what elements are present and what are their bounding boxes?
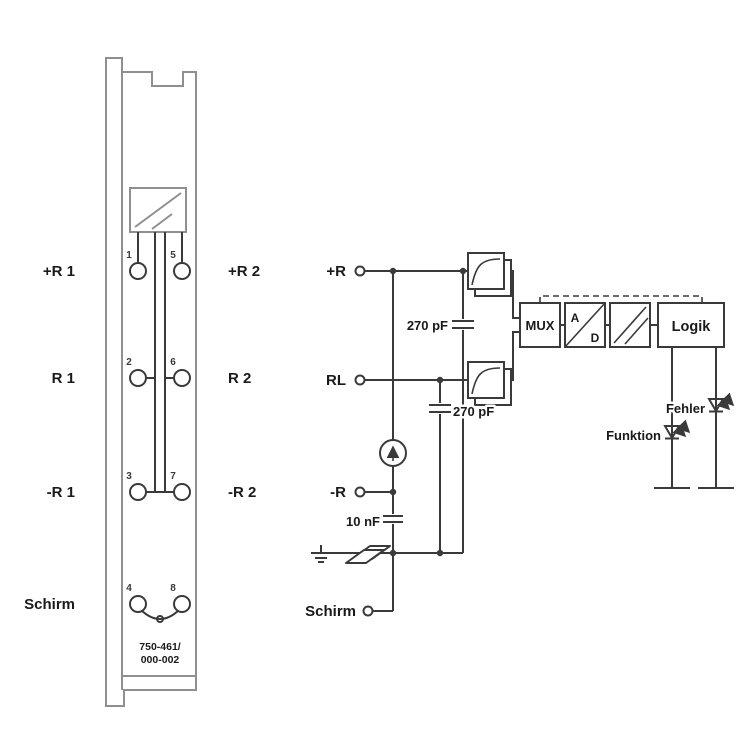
part-number-line-1: 750-461/ [139, 641, 181, 653]
label-capacitor-270pf-1: 270 pF [407, 318, 448, 333]
led-emission-arrow [672, 423, 687, 438]
earth-ground-icon [311, 545, 331, 563]
input-terminals [354, 265, 374, 617]
filter-block-1 [467, 252, 512, 297]
module-symbol-box [129, 187, 187, 233]
capacitor-270pf-1 [452, 320, 474, 329]
module: 1 5 2 6 3 7 4 8 +R 1 R 1 -R 1 Schirm +R … [24, 57, 260, 707]
filter-block-2 [467, 361, 512, 406]
ad-diagonal [564, 302, 606, 348]
clamp-blade [345, 549, 385, 564]
mux-box [519, 302, 561, 348]
terminal-8 [173, 595, 191, 613]
logik-block: Logik [657, 302, 725, 348]
mux-label: MUX [526, 318, 555, 333]
terminal-number-6: 6 [170, 357, 176, 368]
label-minus-r1: -R 1 [47, 484, 75, 501]
isolation-diagonal [613, 306, 647, 344]
terminal-3 [129, 483, 147, 501]
part-number-line-2: 000-002 [141, 654, 180, 666]
label-funktion-led: Funktion [606, 428, 661, 443]
junction-dot [389, 549, 397, 557]
junction-dot [436, 376, 444, 384]
module-part-number: 750-461/ 000-002 [139, 641, 181, 666]
label-fehler-led: Fehler [666, 401, 705, 416]
terminal-1 [129, 262, 147, 280]
terminal-number-1: 1 [126, 250, 132, 261]
junction-dot [389, 267, 397, 275]
module-terminals [129, 262, 191, 613]
label-r1: R 1 [52, 370, 75, 387]
terminal-number-4: 4 [126, 583, 132, 594]
dashed-control-line [539, 295, 703, 303]
terminal-6 [173, 369, 191, 387]
shield-clamp-icon [345, 545, 391, 564]
input-terminal-rl [354, 374, 366, 386]
terminal-number-3: 3 [126, 471, 132, 482]
terminal-2 [129, 369, 147, 387]
junction-dot [389, 488, 397, 496]
fehler-led [707, 392, 735, 413]
module-labels: +R 1 R 1 -R 1 Schirm +R 2 R 2 -R 2 [24, 263, 260, 613]
label-plus-r-input: +R [326, 263, 346, 280]
terminal-number-5: 5 [170, 250, 176, 261]
led-emission-arrow [676, 419, 691, 434]
junction-dot [459, 267, 467, 275]
symbol-diagonal-short [151, 213, 173, 230]
label-capacitor-270pf-2: 270 pF [453, 404, 494, 419]
terminal-number-8: 8 [170, 583, 176, 594]
logik-label: Logik [672, 319, 712, 335]
label-plus-r2: +R 2 [228, 263, 260, 280]
terminal-4 [129, 595, 147, 613]
funktion-led [663, 419, 691, 440]
ad-label-d: D [591, 331, 600, 345]
capacitor-10nf [383, 515, 403, 523]
isolation-block [609, 302, 651, 348]
junction-dot [436, 549, 444, 557]
input-terminal-schirm [362, 605, 374, 617]
schematic-labels: +R RL -R Schirm 270 pF 270 pF 10 nF Funk… [305, 263, 707, 620]
shield-link-arc [140, 609, 180, 620]
input-terminal-plus-r [354, 265, 366, 277]
terminal-number-7: 7 [170, 471, 176, 482]
led-emission-arrow [720, 392, 735, 407]
label-capacitor-10nf: 10 nF [346, 514, 380, 529]
current-source-icon [379, 439, 407, 467]
label-schirm-module: Schirm [24, 596, 75, 613]
terminal-7 [173, 483, 191, 501]
filter-curve-icon [471, 367, 501, 395]
mux-block: MUX [519, 302, 561, 348]
terminal-number-2: 2 [126, 357, 132, 368]
ad-label-a: A [571, 311, 580, 325]
schematic: MUX A D Logik [305, 252, 735, 620]
label-minus-r2: -R 2 [228, 484, 256, 501]
input-terminal-minus-r [354, 486, 366, 498]
label-schirm-input: Schirm [305, 603, 356, 620]
led-emission-arrow [716, 396, 731, 411]
filter-curve-icon [471, 258, 501, 286]
ad-converter-block: A D [564, 302, 606, 348]
label-r2: R 2 [228, 370, 251, 387]
logik-box [657, 302, 725, 348]
capacitor-270pf-2 [429, 404, 451, 413]
shield-link-loop [156, 615, 164, 623]
module-internal-wiring [137, 232, 183, 623]
terminal-5 [173, 262, 191, 280]
terminal-numbers: 1 5 2 6 3 7 4 8 [126, 250, 176, 594]
label-rl-input: RL [326, 372, 346, 389]
isolation-diagonal-short [624, 317, 649, 345]
schematic-wiring [331, 270, 734, 612]
junction-dots [389, 267, 467, 557]
label-minus-r-input: -R [330, 484, 346, 501]
label-plus-r1: +R 1 [43, 263, 75, 280]
symbol-diagonal [134, 192, 182, 228]
